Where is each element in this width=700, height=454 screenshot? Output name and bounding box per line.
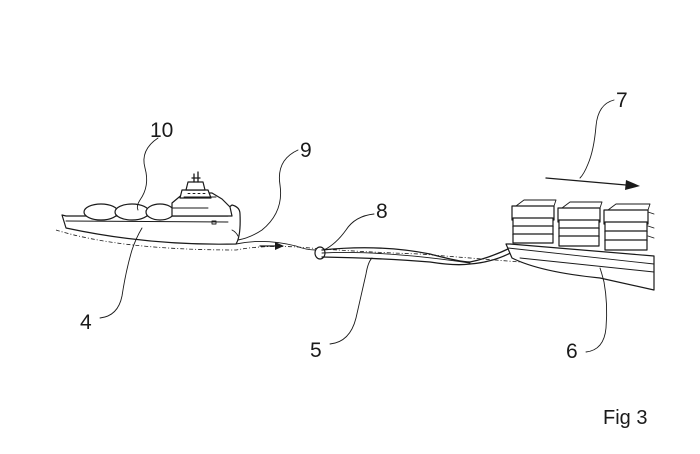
- label-ref-9: 9: [300, 139, 312, 162]
- figure-caption: Fig 3: [603, 407, 647, 429]
- label-ref-5: 5: [310, 339, 322, 362]
- container-stack-3: [603, 203, 655, 251]
- deck-tank-1: [83, 203, 119, 221]
- leader-5: [329, 257, 373, 345]
- leader-7: [579, 99, 615, 179]
- leader-4: [99, 227, 143, 319]
- vessel-hose: [235, 241, 317, 251]
- leader-lines: [99, 99, 615, 353]
- flow-arrow: [259, 242, 284, 250]
- deck-tank-3: [145, 203, 175, 221]
- container-ship: [505, 199, 655, 291]
- vessel-bridge: [171, 192, 233, 217]
- leader-8: [323, 213, 375, 251]
- water-line: [55, 229, 655, 287]
- leader-9: [237, 149, 299, 241]
- container-stack-2: [557, 201, 603, 247]
- deck-tank-2: [114, 203, 150, 221]
- label-ref-6: 6: [566, 340, 578, 363]
- label-ref-7: 7: [616, 89, 628, 112]
- container-stack-1: [511, 199, 557, 244]
- leader-6: [585, 267, 608, 353]
- leader-10: [136, 137, 159, 211]
- label-ref-4: 4: [80, 311, 92, 334]
- supply-vessel: [61, 171, 241, 245]
- label-ref-8: 8: [376, 200, 388, 223]
- transfer-pipeline: [321, 246, 515, 266]
- travel-arrow: [545, 177, 640, 190]
- label-ref-10: 10: [150, 119, 173, 142]
